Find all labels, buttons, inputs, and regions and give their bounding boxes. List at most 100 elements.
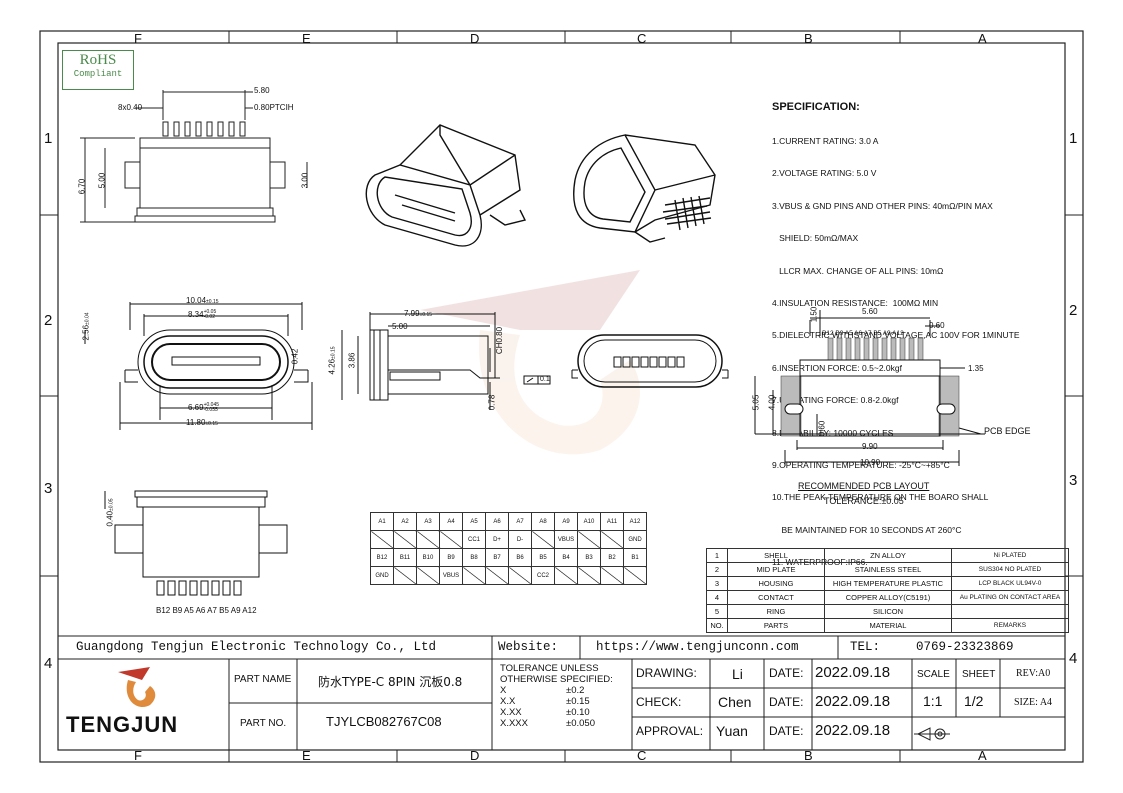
dim-11-80-tol: ±0.15 (205, 421, 218, 427)
tolerance-block: TOLERANCE UNLESS OTHERWISE SPECIFIED: X±… (500, 663, 613, 729)
date-value-1: 2022.09.18 (815, 664, 891, 681)
pcb-dim-9-90: 9.90 (862, 442, 878, 451)
dim-10-04-value: 10.04 (186, 296, 207, 305)
bottom-view-drawing (104, 490, 288, 596)
rohs-title: RoHS (79, 52, 117, 68)
date-value-3: 2022.09.18 (815, 722, 891, 739)
dim-pitch: 0.80PTCIH (254, 103, 294, 112)
tol-row-1-key: X (500, 685, 507, 696)
col-label-e-top: E (302, 31, 311, 46)
dim-11-80-value: 11.80 (186, 418, 206, 427)
dim-8-34-tol-up: +0.05 (203, 309, 217, 315)
dim-10-04: 10.04±0.15 (186, 296, 219, 305)
drawing-value: Li (732, 666, 743, 682)
dim-6-69: 6.69+0.045-0.055 (188, 403, 219, 413)
iso-view-rear (573, 134, 716, 243)
pcb-edge-label: PCB EDGE (984, 426, 1031, 436)
date-label-2: DATE: (769, 695, 804, 709)
pin-b-signal-10 (577, 566, 601, 585)
col-label-f-top: F (134, 31, 142, 46)
spec-line-7: 5.DIELECTRIC WITHSTAND VOLTAGE,AC 100V F… (772, 330, 1020, 341)
tolerance-title: TOLERANCE UNLESS (500, 663, 599, 674)
spec-line-4: SHIELD: 50mΩ/MAX (772, 233, 859, 244)
col-label-c-bottom: C (637, 748, 647, 763)
tel-number: 0769-23323869 (916, 640, 1014, 654)
col-label-b-bottom: B (804, 748, 813, 763)
col-label-d-top: D (470, 31, 480, 46)
pcb-tolerance: TOLERANCE:±0.05 (824, 496, 904, 506)
pin-b-signal-6 (485, 566, 509, 585)
tol-row-4-key: X.XXX (500, 718, 528, 729)
dim-side-5-00: 5.00 (392, 322, 408, 331)
scale-value: 1:1 (923, 693, 943, 709)
side-view-drawing (341, 312, 551, 410)
col-label-b-top: B (804, 31, 813, 46)
dim-8x0-40: 8x0.40 (118, 103, 143, 112)
watermark-logo (420, 270, 640, 455)
tol-row-3-val: ±0.10 (566, 707, 590, 718)
spec-line-8: 6.INSERTION FORCE: 0.5~2.0kgf (772, 362, 902, 373)
dim-6-69-tol-dn: -0.055 (203, 407, 218, 413)
spec-line-10: 8.DURABILITY: 10000 CYCLES (772, 427, 894, 438)
scale-label: SCALE (917, 669, 950, 680)
col-label-d-bottom: D (470, 748, 480, 763)
tol-row-3: X.XX±0.10 (500, 707, 613, 718)
dim-8-34-value: 8.34 (188, 310, 204, 320)
part-no-label: PART NO. (240, 718, 287, 729)
dim-7-99-tol: ±0.15 (419, 312, 433, 318)
dim-7-99-value: 7.99 (404, 309, 420, 318)
date-label-3: DATE: (769, 724, 804, 738)
tol-row-1: X±0.2 (500, 685, 613, 696)
dim-5-80: 5.80 (254, 86, 270, 95)
pin-b-signal-7 (508, 566, 532, 585)
front-view-drawing (84, 302, 313, 430)
col-label-e-bottom: E (302, 748, 311, 763)
tolerance-title-2: OTHERWISE SPECIFIED: (500, 674, 613, 685)
website-link[interactable]: https://www.tengjunconn.com (596, 640, 799, 654)
spec-line-5: LLCR MAX. CHANGE OF ALL PINS: 10mΩ (772, 265, 944, 276)
part-no-value: TJYLCB082767C08 (326, 714, 442, 729)
bottom-view-pins (156, 580, 242, 596)
pcb-dim-10-90: 10.90 (860, 458, 881, 467)
specification-block: SPECIFICATION: 1.CURRENT RATING: 3.0 A 2… (772, 80, 1019, 579)
dim-6-69-value: 6.69 (188, 403, 204, 413)
top-view-pins (162, 121, 246, 137)
pcb-dim-5-60: 5.60 (862, 307, 878, 316)
dim-11-80: 11.80±0.15 (186, 418, 218, 427)
row-label-2-left: 2 (44, 312, 53, 329)
pcb-dim-0-60: 0.60 (929, 321, 945, 330)
bom-header-cell-4: REMARKS (951, 618, 1069, 633)
col-label-f-bottom: F (134, 748, 142, 763)
dim-8-34-tol-dn: -0.02 (203, 314, 215, 320)
row-label-3-left: 3 (44, 480, 53, 497)
col-label-c-top: C (637, 31, 647, 46)
spec-line-3: 3.VBUS & GND PINS AND OTHER PINS: 40mΩ/P… (772, 200, 993, 211)
spec-line-12: 10.THE PEAK TEMPERATURE ON THE BOARO SHA… (772, 492, 989, 503)
drawing-label: DRAWING: (636, 666, 697, 680)
part-name-label: PART NAME (234, 674, 292, 685)
rohs-sub: Compliant (73, 69, 123, 79)
row-label-3-right: 3 (1069, 472, 1078, 489)
tol-row-2-key: X.X (500, 696, 516, 707)
dim-flatness: 0.1 (540, 376, 550, 383)
row-label-1-right: 1 (1069, 130, 1078, 147)
approval-value: Yuan (716, 723, 748, 739)
check-value: Chen (718, 694, 752, 710)
sheet-value: 1/2 (964, 693, 984, 709)
pin-b-signal-12 (623, 566, 647, 585)
pcb-layout-title: RECOMMENDED PCB LAYOUT (798, 481, 930, 491)
pin-a-signal-11 (600, 530, 624, 549)
iso-view-front (365, 124, 527, 247)
dim-10-04-tol: ±0.15 (206, 299, 219, 305)
tol-row-4-val: ±0.050 (566, 718, 595, 729)
bottom-pin-labels: B12 B9 A5 A6 A7 B5 A9 A12 (156, 606, 257, 615)
spec-title: SPECIFICATION: (772, 100, 860, 113)
